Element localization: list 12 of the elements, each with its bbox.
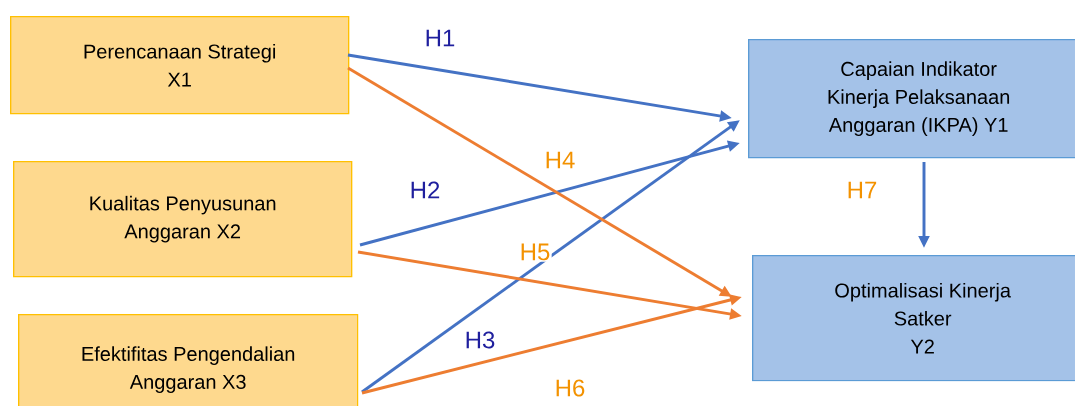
edge-label: H4 (543, 150, 577, 170)
variable-box: Perencanaan Strategi X1 (10, 16, 350, 115)
edge-label: H5 (518, 242, 552, 262)
outcome-box: Optimalisasi Kinerja Satker Y2 (752, 255, 1075, 382)
variable-box: Efektifitas Pengendalian Anggaran X3 (18, 314, 359, 406)
edge-label: H2 (408, 180, 442, 200)
edge-label: H1 (423, 28, 457, 48)
outcome-box: Capaian Indikator Kinerja Pelaksanaan Anggaran (IKPA) Y1 (748, 39, 1075, 159)
edge-label: H7 (845, 180, 879, 200)
edge-label: H3 (463, 330, 497, 350)
variable-box: Kualitas Penyusunan Anggaran X2 (13, 161, 353, 278)
edge-label: H6 (553, 378, 587, 398)
